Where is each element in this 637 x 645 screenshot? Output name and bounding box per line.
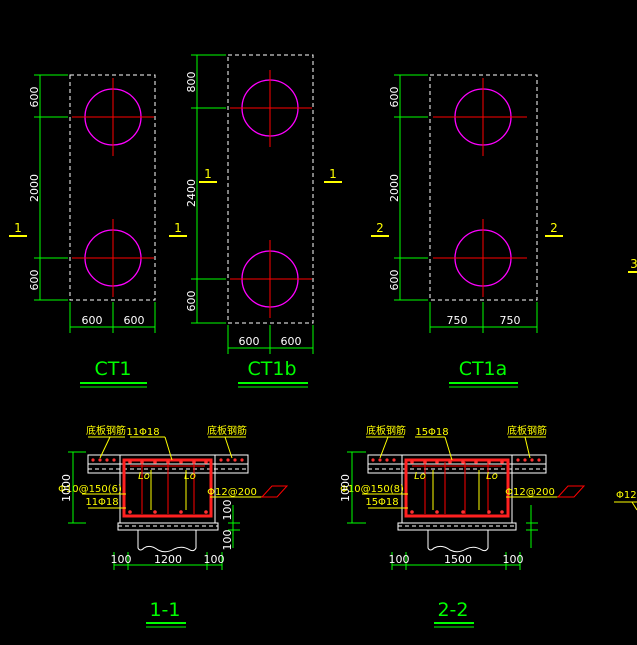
dim-left: 100 (111, 553, 132, 566)
anchor-length-left: Lo (414, 471, 426, 482)
note-bottom-rebar-left: 底板钢筋 (86, 424, 126, 437)
title: 2-2 (437, 599, 468, 621)
rebar-cage (122, 458, 213, 518)
dim-right: 750 (500, 314, 521, 327)
dim-height: 1000 (60, 474, 73, 502)
cap-outline (69, 74, 156, 301)
note-top-bars: 15Φ18 (415, 427, 448, 438)
section-mark-right: 1 (329, 167, 337, 181)
rebar-dots (91, 458, 244, 514)
title: CT1a (459, 358, 508, 380)
section-mark-right: 2 (550, 221, 558, 235)
dim-left: 600 (82, 314, 103, 327)
note-right-bars: Φ12@200 (505, 487, 555, 498)
note-top-bars: 11Φ18 (126, 427, 159, 438)
dim-vertical-2: 100 (221, 530, 234, 551)
dim-bottom: 600 (388, 270, 401, 291)
note-stirrups: Φ10@150(8) (340, 484, 404, 495)
anchor-length-right: Lo (486, 471, 498, 482)
note-stirrups: Φ10@150(6) (58, 484, 122, 495)
title: CT1 (95, 358, 132, 380)
dim-bottom: 600 (185, 291, 198, 312)
dimension-lines (68, 451, 240, 570)
dim-vertical-1: 100 (221, 500, 234, 521)
dim-mid: 1500 (444, 553, 472, 566)
title: 1-1 (149, 599, 180, 621)
dim-top: 600 (28, 87, 41, 108)
dim-mid: 1200 (154, 553, 182, 566)
dim-top: 600 (388, 87, 401, 108)
dim-left: 750 (447, 314, 468, 327)
rebar-dots (371, 458, 541, 514)
edge-section-mark: 3 (630, 257, 637, 271)
section-mark-left: 1 (14, 221, 22, 235)
leader-lines (82, 436, 289, 509)
note-right-bars: Φ12@200 (207, 487, 257, 498)
pile-axis (433, 78, 527, 297)
dimension-lines (394, 74, 538, 333)
edge-note: Φ12 (616, 490, 637, 501)
dim-bottom: 600 (28, 270, 41, 291)
dim-mid: 2000 (388, 174, 401, 202)
dim-right: 100 (204, 553, 225, 566)
note-bottom-rebar-right: 底板钢筋 (507, 424, 547, 437)
note-side-bars: 11Φ18 (85, 497, 118, 508)
dimension-lines (34, 74, 156, 333)
dim-right: 100 (503, 553, 524, 566)
dim-right: 600 (281, 335, 302, 348)
pile-cap-ct1a: 600 2000 600 750 750 2 2 CT1a (371, 74, 563, 388)
dimension-lines (191, 54, 314, 354)
dim-height: 1000 (339, 474, 352, 502)
section-2-2: 底板钢筋 15Φ18 底板钢筋 Φ10@150(8) 15Φ18 Φ12@200… (339, 424, 586, 628)
pile-shape (427, 530, 489, 553)
section-mark-right: 1 (174, 221, 182, 235)
dim-mid: 2000 (28, 174, 41, 202)
cap-outline (429, 74, 538, 301)
dim-left: 100 (389, 553, 410, 566)
rebar-cage (404, 458, 510, 518)
note-bottom-rebar-left: 底板钢筋 (366, 424, 406, 437)
section-mark-left: 2 (376, 221, 384, 235)
dim-left: 600 (239, 335, 260, 348)
anchor-length-right: Lo (184, 471, 196, 482)
section-mark-left: 1 (204, 167, 212, 181)
cap-outline (227, 54, 314, 324)
pile-axis (72, 78, 154, 297)
pile-shape (137, 530, 197, 553)
leader-lines (362, 436, 586, 509)
title: CT1b (247, 358, 296, 380)
cap-body (401, 454, 513, 524)
pile-axis (230, 70, 312, 318)
note-bottom-rebar-right: 底板钢筋 (207, 424, 247, 437)
pile-cap-ct1b: 800 2400 600 600 600 1 1 CT1b (185, 54, 342, 388)
anchor-length-left: Lo (138, 471, 150, 482)
section-1-1: 底板钢筋 11Φ18 底板钢筋 Φ10@150(6) 11Φ18 Φ12@200… (58, 424, 289, 628)
dim-top: 800 (185, 72, 198, 93)
dimension-lines (347, 451, 538, 570)
dim-right: 600 (124, 314, 145, 327)
note-side-bars: 15Φ18 (365, 497, 398, 508)
edge-leader (631, 501, 637, 511)
pile-cap-ct1: 600 2000 600 600 600 1 1 CT1 (9, 74, 187, 388)
dim-mid: 2400 (185, 179, 198, 207)
